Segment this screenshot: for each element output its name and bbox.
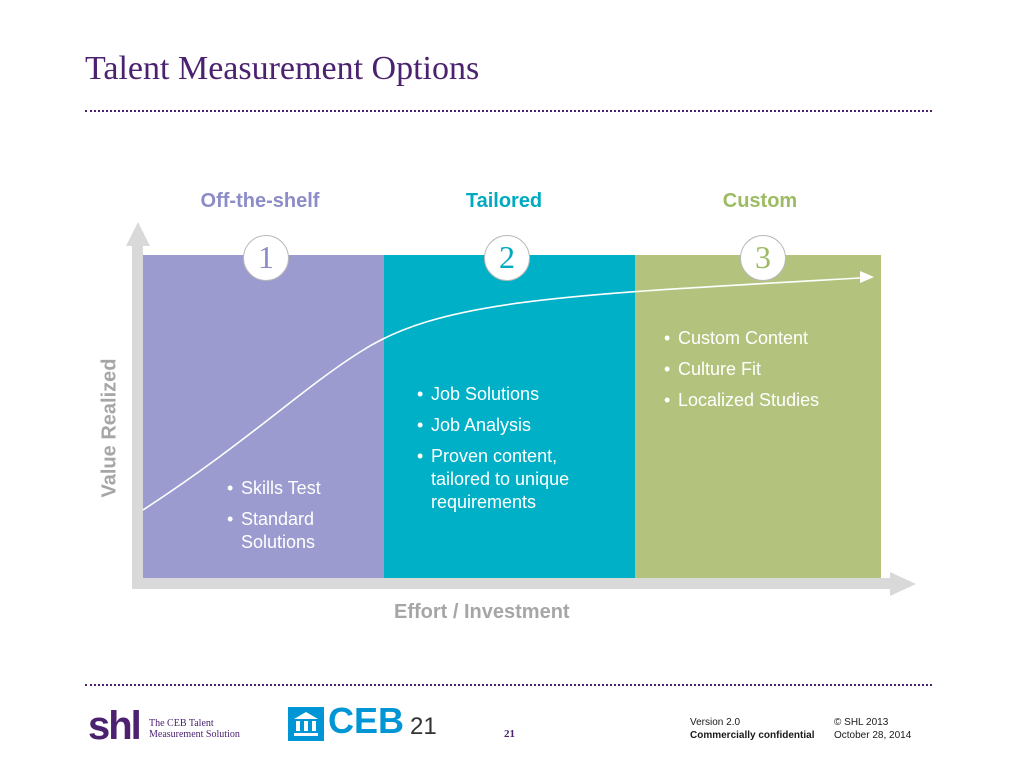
bullets-tailored: •Job Solutions •Job Analysis •Proven con…	[417, 383, 617, 522]
footer-divider	[85, 684, 932, 686]
date-text: October 28, 2014	[834, 730, 912, 741]
page-title: Talent Measurement Options	[85, 50, 480, 87]
number-circle-1: 1	[243, 235, 289, 281]
x-axis-label: Effort / Investment	[394, 601, 570, 623]
ceb-logo-icon	[288, 707, 324, 741]
title-divider	[85, 110, 932, 112]
page-number-small: 21	[504, 728, 515, 740]
value-curve	[142, 277, 861, 511]
shl-tagline: The CEB Talent Measurement Solution	[149, 718, 240, 740]
list-item: •Standard Solutions	[227, 509, 316, 552]
bullets-custom: •Custom Content •Culture Fit •Localized …	[664, 327, 874, 420]
column-heading-custom: Custom	[722, 190, 798, 212]
y-axis-line	[132, 244, 143, 587]
list-item: •Job Solutions	[417, 384, 540, 404]
x-axis-line	[132, 578, 892, 589]
list-item: •Culture Fit	[664, 359, 762, 379]
column-heading-off-the-shelf: Off-the-shelf	[200, 190, 320, 212]
panel-off-the-shelf	[143, 255, 384, 580]
version-text: Version 2.0	[690, 717, 741, 728]
bullets-off-the-shelf: •Skills Test •Standard Solutions	[227, 477, 377, 562]
panel-custom	[635, 255, 881, 580]
y-axis-arrow	[126, 222, 150, 246]
copyright-text: © SHL 2013	[834, 717, 889, 728]
page-number: 21	[410, 713, 437, 740]
ceb-logo: CEB	[328, 700, 405, 741]
list-item: •Job Analysis	[417, 415, 532, 435]
number-circle-2: 2	[484, 235, 530, 281]
y-axis-label: Value Realized	[98, 358, 121, 498]
list-item: •Proven content, tailored to unique requ…	[417, 446, 570, 512]
list-item: •Custom Content	[664, 328, 809, 348]
column-heading-tailored: Tailored	[465, 190, 543, 212]
x-axis-arrow	[890, 572, 916, 596]
curve-arrowhead	[860, 271, 874, 283]
list-item: •Localized Studies	[664, 390, 820, 410]
panel-tailored	[384, 255, 635, 580]
number-circle-3: 3	[740, 235, 786, 281]
list-item: •Skills Test	[227, 478, 321, 498]
shl-logo: shl	[88, 704, 142, 748]
confidentiality-text: Commercially confidential	[690, 730, 815, 741]
